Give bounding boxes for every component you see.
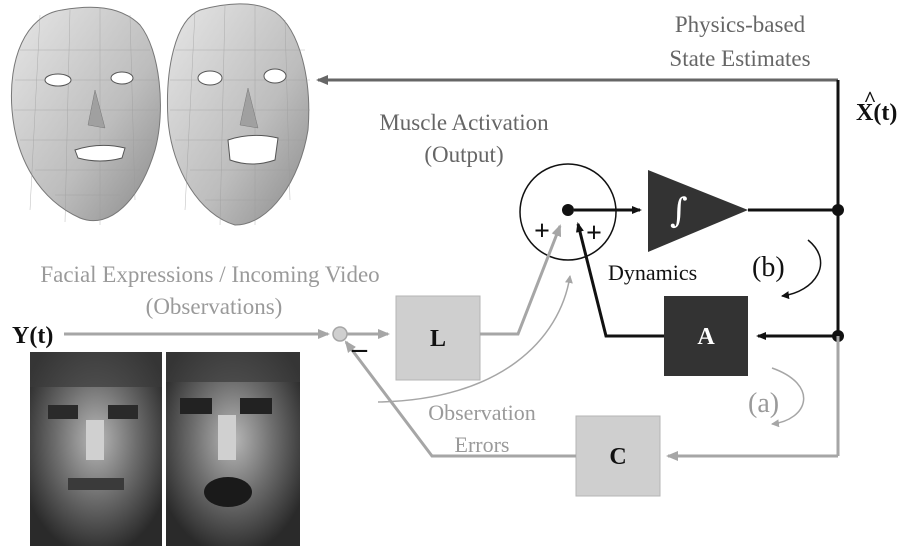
minus-sign: – <box>351 332 368 365</box>
block-C <box>575 415 661 497</box>
error-junction <box>332 326 348 342</box>
A-to-sum-arrow <box>576 222 664 338</box>
dynamics-label: Dynamics <box>608 260 697 285</box>
facial-expressions-line2: (Observations) <box>146 294 283 319</box>
C-to-junction-arrow <box>344 340 576 458</box>
block-L <box>395 295 481 381</box>
physics-label-line2: State Estimates <box>669 46 810 71</box>
plus-left-sign: + <box>534 216 550 247</box>
state-estimate-label: X(t) <box>856 100 897 126</box>
plus-right-sign: + <box>586 218 602 249</box>
b-label: (b) <box>752 252 785 283</box>
L-to-sum-arrow <box>480 224 562 336</box>
face-photo-surprised <box>166 352 300 546</box>
facial-expressions-line1: Facial Expressions / Incoming Video <box>40 262 379 287</box>
integrator-symbol: ∫ <box>670 191 688 231</box>
observation-errors-line1: Observation <box>428 400 536 425</box>
block-A <box>664 296 748 376</box>
muscle-activation-line2: (Output) <box>424 142 503 167</box>
summation-node <box>562 204 574 216</box>
face-mesh-expression <box>167 3 310 226</box>
observation-errors-line2: Errors <box>455 432 510 457</box>
b-curve-arrow <box>781 239 822 300</box>
block-A-label: A <box>697 324 715 350</box>
bus-node-top <box>832 204 844 216</box>
face-photo-neutral <box>30 352 162 546</box>
state-hat-symbol: ^ <box>864 86 877 111</box>
block-C-label: C <box>609 444 626 470</box>
integrator-block <box>648 170 748 252</box>
face-mesh-neutral <box>10 6 161 225</box>
muscle-activation-line1: Muscle Activation <box>379 110 549 135</box>
a-curve-arrow <box>771 367 805 428</box>
input-y-label: Y(t) <box>12 323 53 349</box>
physics-label-line1: Physics-based <box>675 12 806 37</box>
observation-errors-curve <box>377 275 573 403</box>
a-label: (a) <box>748 388 779 419</box>
block-L-label: L <box>430 326 446 352</box>
